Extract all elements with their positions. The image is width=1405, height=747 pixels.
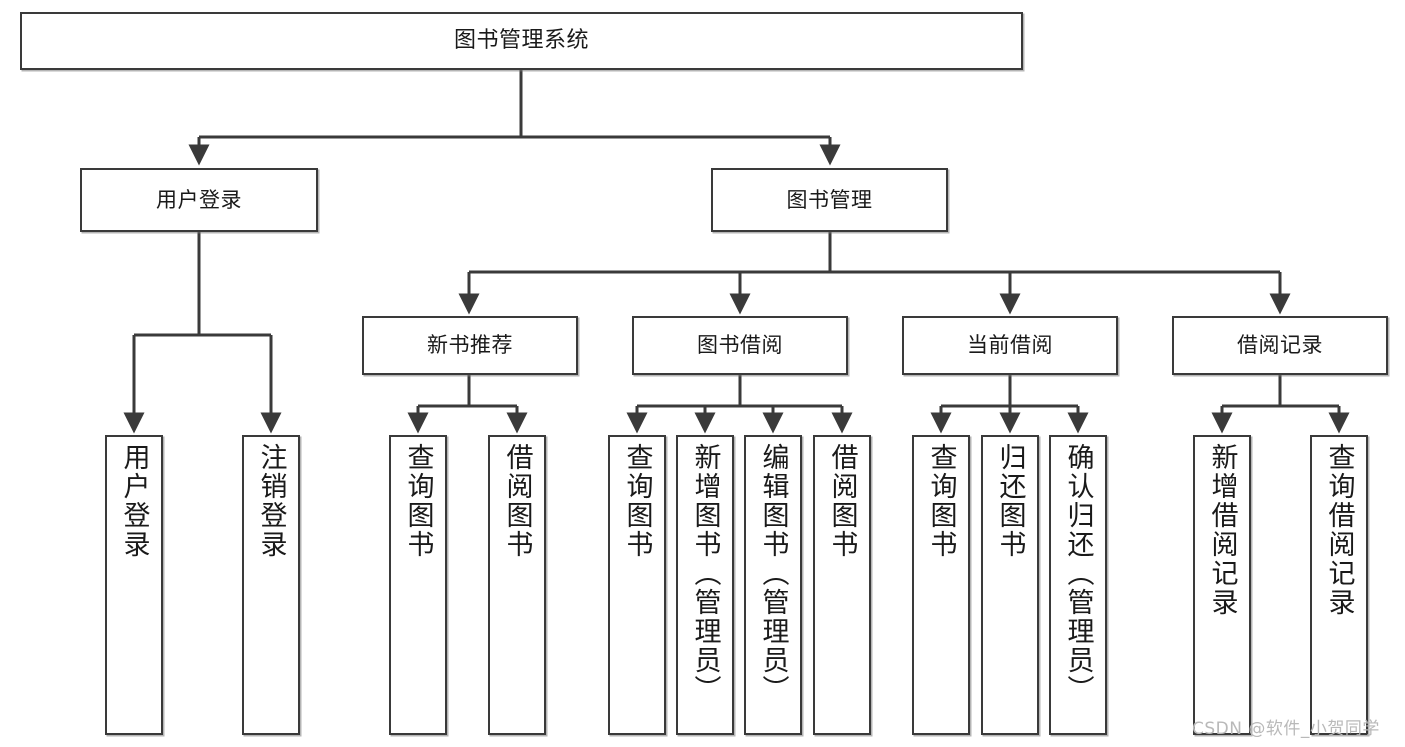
node-label: 用户登录 [118, 443, 150, 559]
node-label: 查询借阅记录 [1323, 443, 1355, 617]
node-borrow-record[interactable]: 借阅记录 [1172, 316, 1388, 375]
node-leaf-currentborrow-return-book[interactable]: 归还图书 [981, 435, 1039, 735]
node-leaf-currentborrow-confirm-return[interactable]: 确认归还（管理员） [1049, 435, 1107, 735]
node-label: 当前借阅 [967, 333, 1053, 358]
node-user-login[interactable]: 用户登录 [80, 168, 318, 232]
node-label: 图书管理系统 [453, 28, 589, 54]
node-label: 编辑图书（管理员） [757, 443, 789, 704]
node-label: 用户登录 [156, 187, 242, 212]
node-label: 查询图书 [402, 443, 434, 559]
node-label: 新书推荐 [427, 333, 513, 358]
node-leaf-bookborrow-edit-book[interactable]: 编辑图书（管理员） [744, 435, 802, 735]
node-leaf-user-login-signin[interactable]: 用户登录 [105, 435, 163, 735]
node-leaf-newbook-query-book[interactable]: 查询图书 [389, 435, 447, 735]
node-label: 图书借阅 [697, 333, 783, 358]
node-leaf-newbook-borrow-book[interactable]: 借阅图书 [488, 435, 546, 735]
node-leaf-user-login-signout[interactable]: 注销登录 [242, 435, 300, 735]
node-leaf-currentborrow-query-book[interactable]: 查询图书 [912, 435, 970, 735]
csdn-watermark: CSDN @软件_小贺同学 [1192, 719, 1380, 739]
node-label: 借阅图书 [826, 443, 858, 559]
node-label: 新增借阅记录 [1206, 443, 1238, 617]
node-leaf-bookborrow-borrow-book[interactable]: 借阅图书 [813, 435, 871, 735]
node-label: 确认归还（管理员） [1062, 443, 1094, 704]
node-root-system[interactable]: 图书管理系统 [20, 12, 1023, 70]
node-book-management[interactable]: 图书管理 [711, 168, 948, 232]
node-current-borrow[interactable]: 当前借阅 [902, 316, 1118, 375]
node-leaf-bookborrow-query-book[interactable]: 查询图书 [608, 435, 666, 735]
node-label: 借阅记录 [1237, 333, 1323, 358]
node-label: 注销登录 [255, 443, 287, 559]
node-leaf-borrowrecord-query-record[interactable]: 查询借阅记录 [1310, 435, 1368, 735]
node-book-borrow[interactable]: 图书借阅 [632, 316, 848, 375]
node-leaf-bookborrow-add-book[interactable]: 新增图书（管理员） [676, 435, 734, 735]
node-new-book-recommend[interactable]: 新书推荐 [362, 316, 578, 375]
node-label: 借阅图书 [501, 443, 533, 559]
node-label: 归还图书 [994, 443, 1026, 559]
node-label: 查询图书 [925, 443, 957, 559]
node-leaf-borrowrecord-add-record[interactable]: 新增借阅记录 [1193, 435, 1251, 735]
node-label: 图书管理 [786, 187, 873, 212]
node-label: 新增图书（管理员） [689, 443, 721, 704]
node-label: 查询图书 [621, 443, 653, 559]
